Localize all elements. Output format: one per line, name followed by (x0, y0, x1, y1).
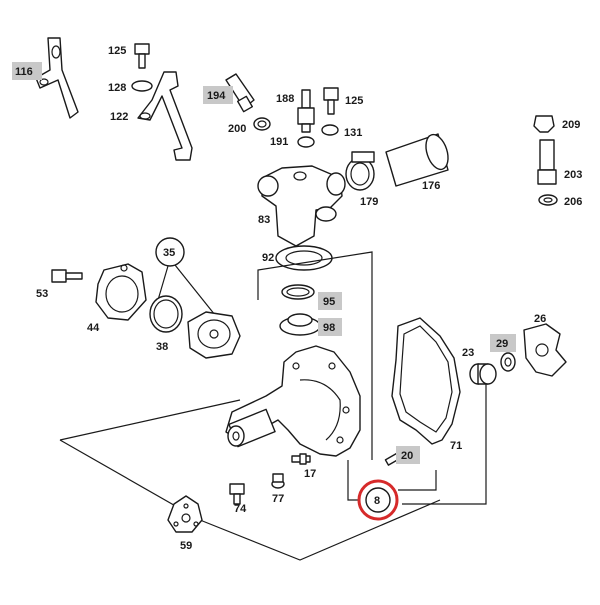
callout-35[interactable] (155, 237, 185, 267)
label-92: 92 (262, 252, 274, 264)
bolt-125-top[interactable] (134, 43, 150, 69)
label-17: 17 (304, 468, 316, 480)
label-128: 128 (108, 82, 126, 94)
bracket-line-top (257, 251, 373, 460)
label-191: 191 (270, 136, 288, 148)
label-74: 74 (234, 503, 247, 515)
label-125-a: 125 (108, 45, 126, 57)
sensor-188[interactable] (297, 89, 315, 133)
leader-35-pump (174, 264, 216, 316)
label-95: 95 (323, 296, 335, 308)
label-38: 38 (156, 341, 168, 353)
label-122: 122 (110, 111, 128, 123)
thermostat-housing-83[interactable] (257, 165, 346, 247)
label-200: 200 (228, 123, 246, 135)
hose-176[interactable] (385, 132, 452, 187)
bracket-116[interactable] (35, 37, 79, 119)
label-59: 59 (180, 540, 192, 552)
label-125-b: 125 (345, 95, 363, 107)
washer-131[interactable] (321, 124, 339, 136)
o-ring-95[interactable] (281, 284, 315, 300)
label-71: 71 (450, 440, 462, 452)
label-188: 188 (276, 93, 294, 105)
label-8: 8 (374, 495, 380, 507)
bolt-74[interactable] (229, 483, 245, 505)
washer-206[interactable] (538, 194, 558, 206)
label-206: 206 (564, 196, 582, 208)
label-116: 116 (15, 66, 33, 78)
label-26: 26 (534, 313, 546, 325)
sensor-194[interactable] (225, 73, 255, 113)
label-bg-20 (396, 446, 420, 464)
label-53: 53 (36, 288, 48, 300)
label-20: 20 (401, 450, 413, 462)
callout-8-highlight[interactable] (357, 479, 399, 521)
gasket-71[interactable] (391, 317, 461, 445)
label-bg-116 (12, 62, 42, 80)
label-bg-98 (318, 318, 342, 336)
clip-209[interactable] (533, 115, 555, 133)
label-176: 176 (422, 180, 440, 192)
impeller-26[interactable] (523, 323, 567, 377)
spacer-23[interactable] (469, 363, 497, 385)
label-209: 209 (562, 119, 580, 131)
label-bg-29 (490, 334, 516, 352)
bracket-line-71 (398, 470, 437, 491)
washer-128[interactable] (131, 80, 153, 92)
leader-35-38 (157, 265, 169, 301)
label-23: 23 (462, 347, 474, 359)
label-98: 98 (323, 322, 335, 334)
label-131: 131 (344, 127, 362, 139)
clamp-179[interactable] (345, 151, 375, 191)
washer-29[interactable] (500, 352, 516, 372)
hub-59[interactable] (167, 495, 203, 533)
flange-44[interactable] (95, 263, 147, 321)
thermostat-35[interactable] (187, 311, 241, 359)
seal-98[interactable] (279, 313, 321, 336)
label-203: 203 (564, 169, 582, 181)
label-bg-194 (203, 86, 233, 104)
label-35: 35 (163, 247, 175, 259)
washer-191[interactable] (297, 136, 315, 148)
bracket-122[interactable] (137, 71, 193, 161)
label-77: 77 (272, 493, 284, 505)
pipe-203[interactable] (537, 139, 557, 185)
label-44: 44 (87, 322, 100, 334)
label-179: 179 (360, 196, 378, 208)
label-83: 83 (258, 214, 270, 226)
stud-17[interactable] (291, 453, 311, 465)
o-ring-38[interactable] (149, 295, 183, 333)
label-194: 194 (207, 90, 226, 102)
bracket-line-left-top (59, 399, 241, 441)
washer-200[interactable] (253, 117, 271, 131)
bracket-line-bottom (199, 499, 441, 561)
washer-77[interactable] (271, 473, 285, 489)
water-pump[interactable] (225, 345, 361, 457)
label-29: 29 (496, 338, 508, 350)
bracket-line-8 (347, 460, 360, 501)
bolt-125-mid[interactable] (323, 87, 339, 115)
bolt-53[interactable] (51, 269, 83, 283)
label-bg-95 (318, 292, 342, 310)
